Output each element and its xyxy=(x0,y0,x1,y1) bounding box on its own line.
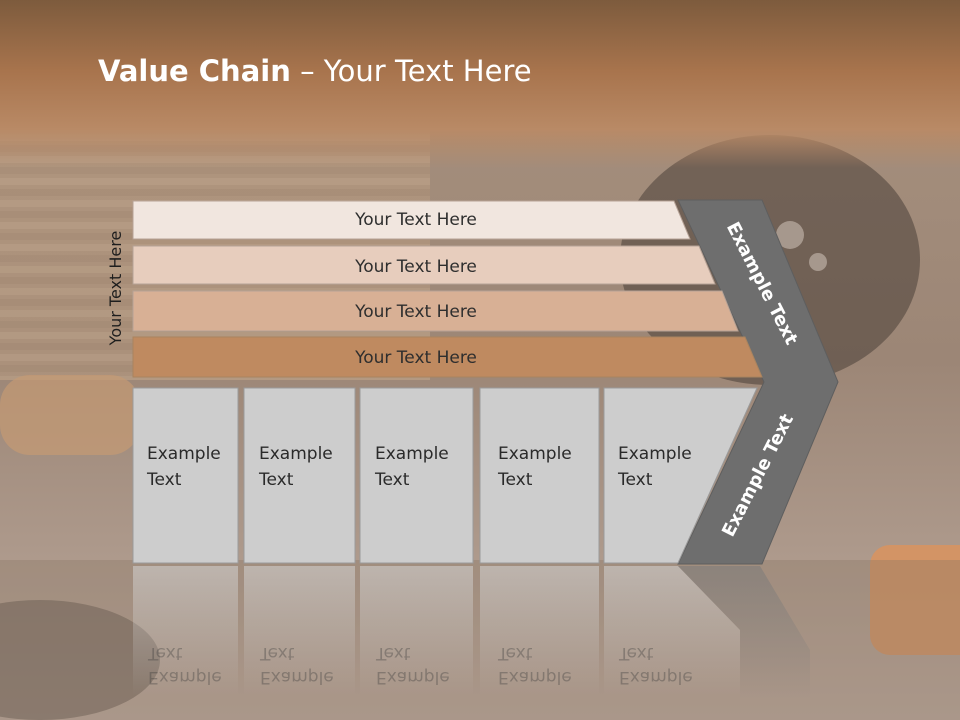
chevron-shape xyxy=(677,199,839,565)
slide-title-rest: – Your Text Here xyxy=(300,54,532,88)
box-reflections xyxy=(133,566,810,700)
box-3-line2: Text xyxy=(374,470,410,490)
box-5-line2: Text xyxy=(617,470,653,490)
reflection-text: Text xyxy=(375,643,411,663)
box-4 xyxy=(479,387,600,564)
bar-label-1: Your Text Here xyxy=(354,210,477,230)
reflection-text: Example xyxy=(376,667,450,687)
box-4-line2: Text xyxy=(497,470,533,490)
reflection-text: Text xyxy=(618,643,654,663)
background-reel-hole xyxy=(776,221,804,249)
background-reel-hole xyxy=(809,253,827,271)
slide-title-bold: Value Chain xyxy=(98,54,291,88)
bar-label-3: Your Text Here xyxy=(354,302,477,322)
bar-label-4: Your Text Here xyxy=(354,348,477,368)
reflection-texts: Example Text Example Text Example Text E… xyxy=(147,643,693,687)
box-3-line1: Example xyxy=(375,444,449,464)
reflection-text: Example xyxy=(148,667,222,687)
header-fade xyxy=(0,128,960,168)
box-2-line1: Example xyxy=(259,444,333,464)
reflection-text: Example xyxy=(260,667,334,687)
bars xyxy=(132,200,763,378)
bar-1 xyxy=(132,200,691,240)
reflection-text: Text xyxy=(497,643,533,663)
reflection-text: Example xyxy=(498,667,572,687)
background-stone xyxy=(0,600,160,720)
bar-2 xyxy=(132,245,716,285)
bar-label-2: Your Text Here xyxy=(354,257,477,277)
reflection-text: Example xyxy=(619,667,693,687)
header-band xyxy=(0,0,960,130)
box-3 xyxy=(359,387,474,564)
reflection-text: Text xyxy=(259,643,295,663)
box-1-line2: Text xyxy=(146,470,182,490)
box-2-line2: Text xyxy=(258,470,294,490)
background-cork-right xyxy=(870,545,960,655)
background-cork-left xyxy=(0,375,140,455)
bar-4 xyxy=(132,336,763,378)
slide-title: Value Chain – Your Text Here xyxy=(98,54,532,88)
bar-3 xyxy=(132,290,739,332)
box-4-line1: Example xyxy=(498,444,572,464)
box-1-line1: Example xyxy=(147,444,221,464)
side-label: Your Text Here xyxy=(106,231,125,347)
box-2 xyxy=(243,387,356,564)
box-1 xyxy=(132,387,239,564)
reflection-text: Text xyxy=(147,643,183,663)
boxes xyxy=(132,387,758,564)
box-5 xyxy=(603,387,758,564)
box-5-line1: Example xyxy=(618,444,692,464)
